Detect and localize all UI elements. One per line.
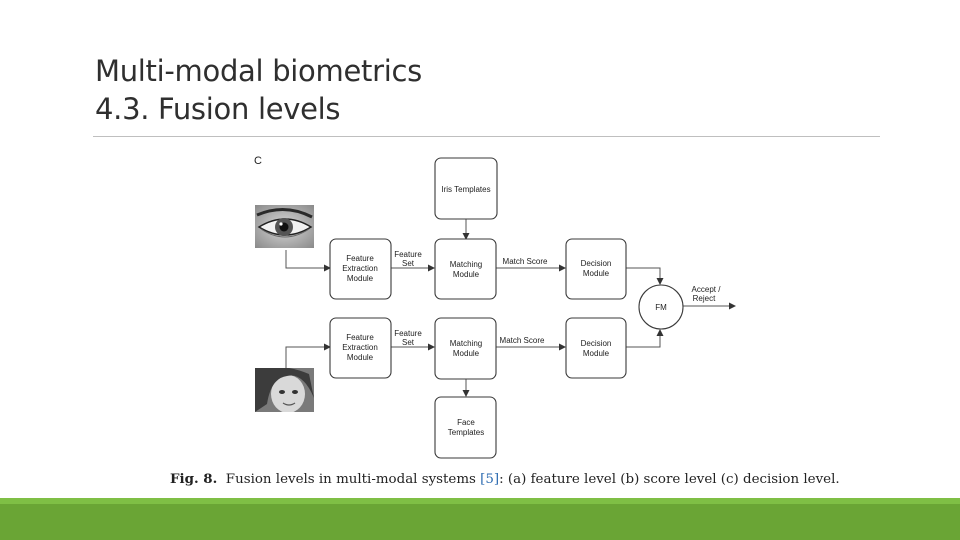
fusion-module-node: FM (638, 284, 684, 330)
matching-top-line-2: Module (453, 270, 480, 279)
matching-top-line-1: Matching (450, 260, 482, 269)
face-to-feature-arrow (285, 343, 331, 368)
face-templates-line-1: Face (457, 418, 475, 427)
decision-top-line-1: Decision (581, 259, 612, 268)
decision-bottom-line-1: Decision (581, 339, 612, 348)
feature-extraction-top-box: Feature Extraction Module (329, 238, 392, 300)
slide-title: Multi-modal biometrics 4.3. Fusion level… (95, 52, 422, 128)
decision-bottom-box: Decision Module (565, 317, 627, 379)
eye-to-feature-arrow (285, 250, 331, 272)
figure-panel-letter: C (254, 155, 262, 167)
figure-caption: Fig. 8. Fusion levels in multi-modal sys… (170, 471, 840, 487)
decision-top-line-2: Module (583, 269, 610, 278)
matching-top-box: Matching Module (434, 238, 497, 300)
slide-title-line-2: 4.3. Fusion levels (95, 92, 341, 126)
feature-extraction-bottom-line-2: Extraction (342, 343, 378, 352)
feature-extraction-bottom-line-1: Feature (346, 333, 374, 342)
match-score-top-label: Match Score (503, 257, 548, 266)
caption-text-after-ref: : (a) feature level (b) score level (c) … (499, 472, 840, 487)
iris-templates-label: Iris Templates (441, 185, 490, 194)
footer-accent-bar (0, 498, 960, 540)
feature-extraction-bottom-line-3: Module (347, 353, 374, 362)
decision-bottom-to-fm-arrow (626, 329, 664, 348)
caption-figure-label: Fig. 8. (170, 471, 218, 487)
feature-set-bottom-line-1: Feature (394, 329, 422, 338)
slide-title-line-1: Multi-modal biometrics (95, 54, 422, 88)
feature-set-bottom-line-2: Set (402, 338, 415, 347)
output-label-line-2: Reject (693, 294, 716, 303)
matching-bottom-line-1: Matching (450, 339, 482, 348)
caption-text-before-ref: Fusion levels in multi-modal systems (225, 472, 481, 487)
feature-extraction-bottom-box: Feature Extraction Module (329, 317, 392, 379)
feature-extraction-top-line-1: Feature (346, 254, 374, 263)
feature-set-top-line-2: Set (402, 259, 415, 268)
face-templates-box: Face Templates (434, 396, 497, 459)
feature-set-top-line-1: Feature (394, 250, 422, 259)
title-divider (93, 136, 880, 137)
decision-bottom-line-2: Module (583, 349, 610, 358)
matching-bottom-line-2: Module (453, 349, 480, 358)
footer-accent-strip (0, 498, 960, 504)
output-label-line-1: Accept / (692, 285, 722, 294)
match-score-bottom-label: Match Score (500, 336, 545, 345)
fusion-module-label: FM (655, 303, 667, 312)
face-photo (255, 368, 314, 412)
feature-extraction-top-line-3: Module (347, 274, 374, 283)
eye-photo (255, 205, 314, 248)
matching-bottom-box: Matching Module (434, 317, 497, 380)
feature-extraction-top-line-2: Extraction (342, 264, 378, 273)
iris-templates-box: Iris Templates (434, 157, 498, 220)
face-templates-line-2: Templates (448, 428, 484, 437)
decision-top-box: Decision Module (565, 238, 627, 300)
caption-reference-link[interactable]: [5] (480, 472, 500, 487)
decision-top-to-fm-arrow (626, 267, 664, 285)
